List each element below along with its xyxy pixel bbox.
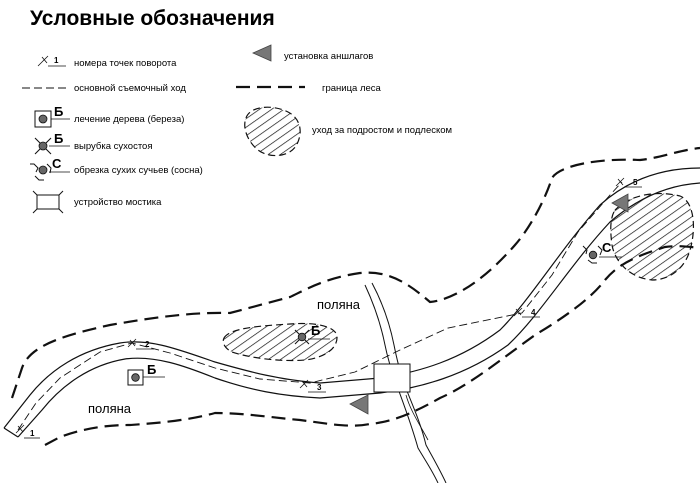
map-sign-south [349, 394, 369, 415]
undergrowth-area-east [610, 193, 695, 281]
map-deadwood-cutting: Б [294, 323, 330, 345]
map-birch-letter-1: Б [147, 362, 156, 377]
turn-point-2: 2 [127, 338, 154, 350]
legend-undergrowth-care: уход за подростом и подлеском [312, 125, 452, 136]
bridge-legend-icon [32, 190, 64, 214]
turn-point-1-label: 1 [30, 429, 35, 438]
map-birch-treatment: Б [127, 362, 165, 386]
turn-point-4-label: 4 [531, 308, 536, 317]
turn-point-5: 5 [615, 177, 642, 188]
legend-bridge: устройство мостика [74, 197, 162, 208]
pine-legend-letter: С [52, 156, 62, 171]
turn-point-1: 1 [15, 424, 40, 439]
map-birch-letter-2: Б [311, 323, 320, 338]
map-bridge [373, 363, 411, 393]
birch-legend-letter: Б [54, 104, 63, 119]
turn-point-legend-icon: 1 [37, 55, 66, 67]
legend-forest-border: граница леса [322, 83, 382, 94]
undergrowth-area-center [222, 322, 338, 362]
survey-course-line [17, 181, 623, 431]
road-edge-lower [17, 182, 700, 438]
birch-treatment-legend-icon: Б [34, 104, 70, 128]
legend-survey-course: основной съемочный ход [74, 83, 186, 94]
legend-deadwood-cutting: вырубка сухостоя [74, 141, 153, 152]
pine-pruning-legend-icon: С [30, 156, 70, 181]
sign-legend-icon [252, 44, 272, 62]
turn-point-legend-number: 1 [54, 56, 59, 65]
deadwood-cutting-legend-icon: Б [34, 131, 70, 155]
legend-signs: установка аншлагов [284, 51, 373, 62]
map-pine-letter: С [602, 240, 612, 255]
turn-point-3-label: 3 [317, 383, 322, 392]
clearing-label-top: поляна [317, 297, 361, 312]
legend-tree-treatment: лечение дерева (береза) [74, 114, 184, 125]
legend-turn-points: номера точек поворота [74, 58, 177, 69]
forest-border-bottom [44, 245, 700, 446]
undergrowth-legend-icon [244, 106, 301, 157]
deadwood-legend-letter: Б [54, 131, 63, 146]
forest-border-top [10, 146, 700, 399]
map-sign-east [611, 193, 629, 213]
turn-point-4: 4 [513, 307, 540, 318]
turn-point-2-label: 2 [145, 340, 150, 349]
legend-dry-branch-pruning: обрезка сухих сучьев (сосна) [74, 165, 203, 176]
turn-point-5-label: 5 [633, 178, 638, 187]
turn-point-3: 3 [299, 379, 326, 393]
map-pine-pruning: С [582, 240, 622, 264]
clearing-label-left: поляна [88, 401, 132, 416]
legend-title: Условные обозначения [30, 7, 275, 30]
